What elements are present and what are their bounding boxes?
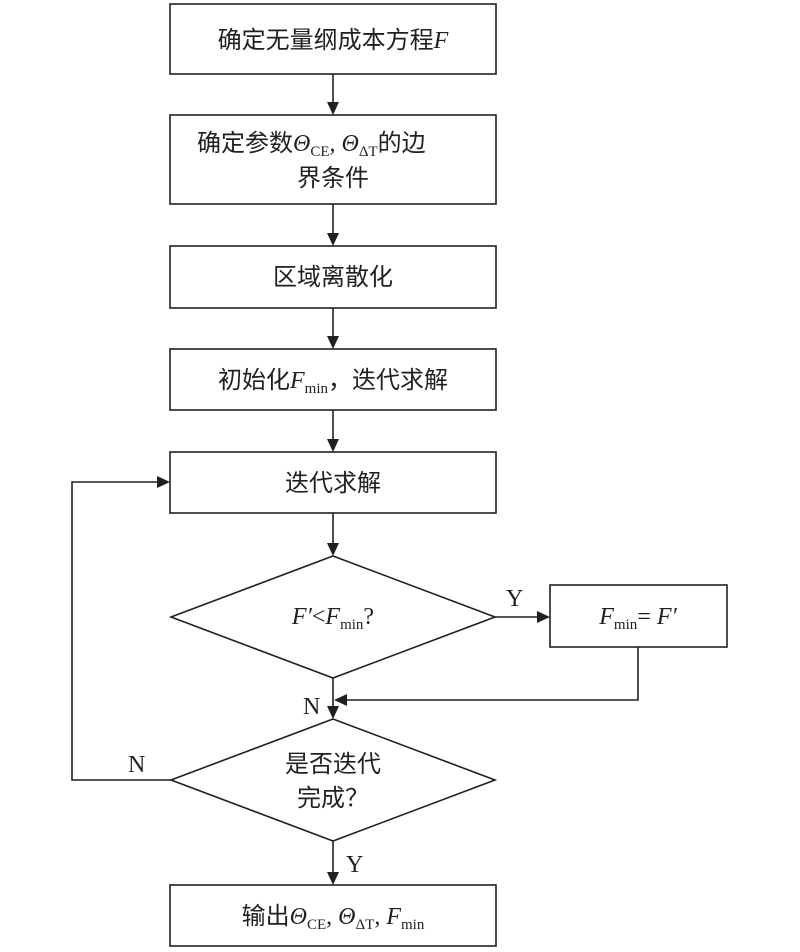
arrowhead (537, 611, 550, 623)
box6-text: Fmin= F′ (598, 604, 677, 633)
decision2-line1: 是否迭代 (285, 750, 381, 778)
arrowhead (327, 706, 339, 719)
arrowhead (327, 233, 339, 246)
decision2-line2: 完成？ (297, 784, 369, 812)
box1-text: 确定无量纲成本方程F (218, 26, 449, 54)
arrowhead (327, 543, 339, 556)
label-yes-compare: Y (506, 586, 523, 612)
box-initialize (169, 348, 497, 411)
arrowhead (327, 439, 339, 452)
label-no-compare: N (303, 694, 320, 720)
box5-text: 迭代求解 (285, 469, 381, 497)
arrowhead (334, 694, 347, 706)
box-update-fmin (549, 584, 728, 648)
box-cost-equation (169, 3, 497, 75)
arrow-update-merge (345, 647, 639, 701)
arrowhead (327, 102, 339, 115)
arrowhead (327, 872, 339, 885)
box-boundary-conditions (169, 114, 497, 205)
box4-text: 初始化Fmin，迭代求解 (218, 366, 448, 397)
label-no-complete: N (128, 752, 145, 778)
label-yes-complete: Y (346, 852, 363, 878)
arrowhead (327, 336, 339, 349)
box7-text: 输出ΘCE, ΘΔT, Fmin (242, 902, 425, 933)
box-output (169, 884, 497, 947)
box2-line1: 确定参数ΘCE, ΘΔT的边 (197, 129, 426, 160)
loop-back-arrow (71, 481, 171, 781)
arrowhead (157, 476, 170, 488)
box2-line2: 界条件 (297, 164, 369, 192)
decision1-text: F′<Fmin? (291, 604, 374, 633)
decision-complete (168, 718, 498, 842)
box3-text: 区域离散化 (273, 263, 393, 291)
